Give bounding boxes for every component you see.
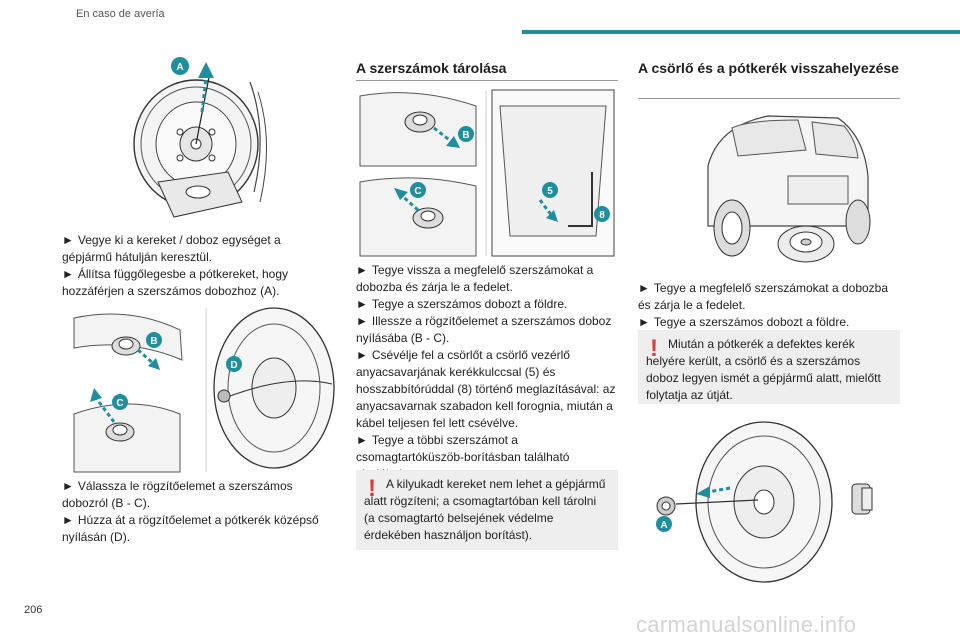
- callout-b: B: [462, 130, 469, 141]
- instruction-step: ►Tegye a szerszámos dobozt a földre.: [356, 297, 568, 311]
- callout-c: C: [414, 186, 421, 197]
- instruction-step: ►Válassza le rögzítőelemet a szerszámos …: [62, 479, 293, 510]
- warning-icon: !: [368, 475, 376, 502]
- figure-detach-fastener: B C D: [70, 304, 340, 474]
- callout-8: 8: [599, 210, 605, 221]
- col2-steps: ►Tegye vissza a megfelelő szerszámokat a…: [356, 262, 618, 483]
- instruction-step: ►Tegye a megfelelő szerszámokat a dobozb…: [638, 281, 889, 312]
- warning-icon: !: [650, 335, 658, 362]
- instruction-step: ►Tegye a szerszámos dobozt a földre.: [638, 315, 850, 329]
- col1-paragraph-2: ►Válassza le rögzítőelemet a szerszámos …: [62, 478, 334, 546]
- running-header: En caso de avería: [76, 8, 165, 20]
- callout-5: 5: [547, 186, 553, 197]
- watermark: carmanualsonline.info: [636, 612, 857, 637]
- figure-wheel-fastener: A: [652, 418, 892, 588]
- col1-paragraph-1: ►Vegye ki a kereket / doboz egységet a g…: [62, 232, 334, 300]
- section-title-tool-storage: A szerszámok tárolása: [356, 60, 507, 76]
- instruction-step: ►Csévélje fel a csörlőt a csörlő vezérlő…: [356, 348, 616, 430]
- callout-d: D: [230, 360, 237, 371]
- title-underline: [356, 80, 618, 81]
- col3-steps: ►Tegye a megfelelő szerszámokat a dobozb…: [638, 280, 900, 331]
- page-number: 206: [24, 604, 43, 616]
- warning-box: ! Miután a pótkerék a defektes kerék hel…: [638, 330, 900, 404]
- figure-tool-storage: B C 5 8: [356, 86, 618, 258]
- figure-car-rear: [688, 106, 878, 270]
- callout-c: C: [116, 398, 123, 409]
- instruction-step: ►Húzza át a rögzítőelemet a pótkerék köz…: [62, 513, 319, 544]
- callout-a: A: [176, 62, 183, 73]
- warning-box: ! A kilyukadt kereket nem lehet a gépjár…: [356, 470, 618, 550]
- instruction-step: ►Vegye ki a kereket / doboz egységet a g…: [62, 233, 281, 264]
- instruction-step: ►Illessze a rögzítőelemet a szerszámos d…: [356, 314, 612, 345]
- callout-b: B: [150, 336, 157, 347]
- instruction-step: ►Állítsa függőlegesbe a pótkereket, hogy…: [62, 267, 289, 298]
- header-accent-bar: [522, 30, 960, 34]
- warning-text: A kilyukadt kereket nem lehet a gépjármű…: [364, 477, 606, 542]
- instruction-step: ►Tegye vissza a megfelelő szerszámokat a…: [356, 263, 594, 294]
- figure-wheel-upright: A: [118, 52, 278, 232]
- section-title-winch-refit: A csörlő és a pótkerék visszahelyezése: [638, 60, 899, 76]
- warning-text: Miután a pótkerék a defektes kerék helyé…: [646, 337, 881, 402]
- callout-a: A: [660, 520, 667, 531]
- title-underline: [638, 98, 900, 99]
